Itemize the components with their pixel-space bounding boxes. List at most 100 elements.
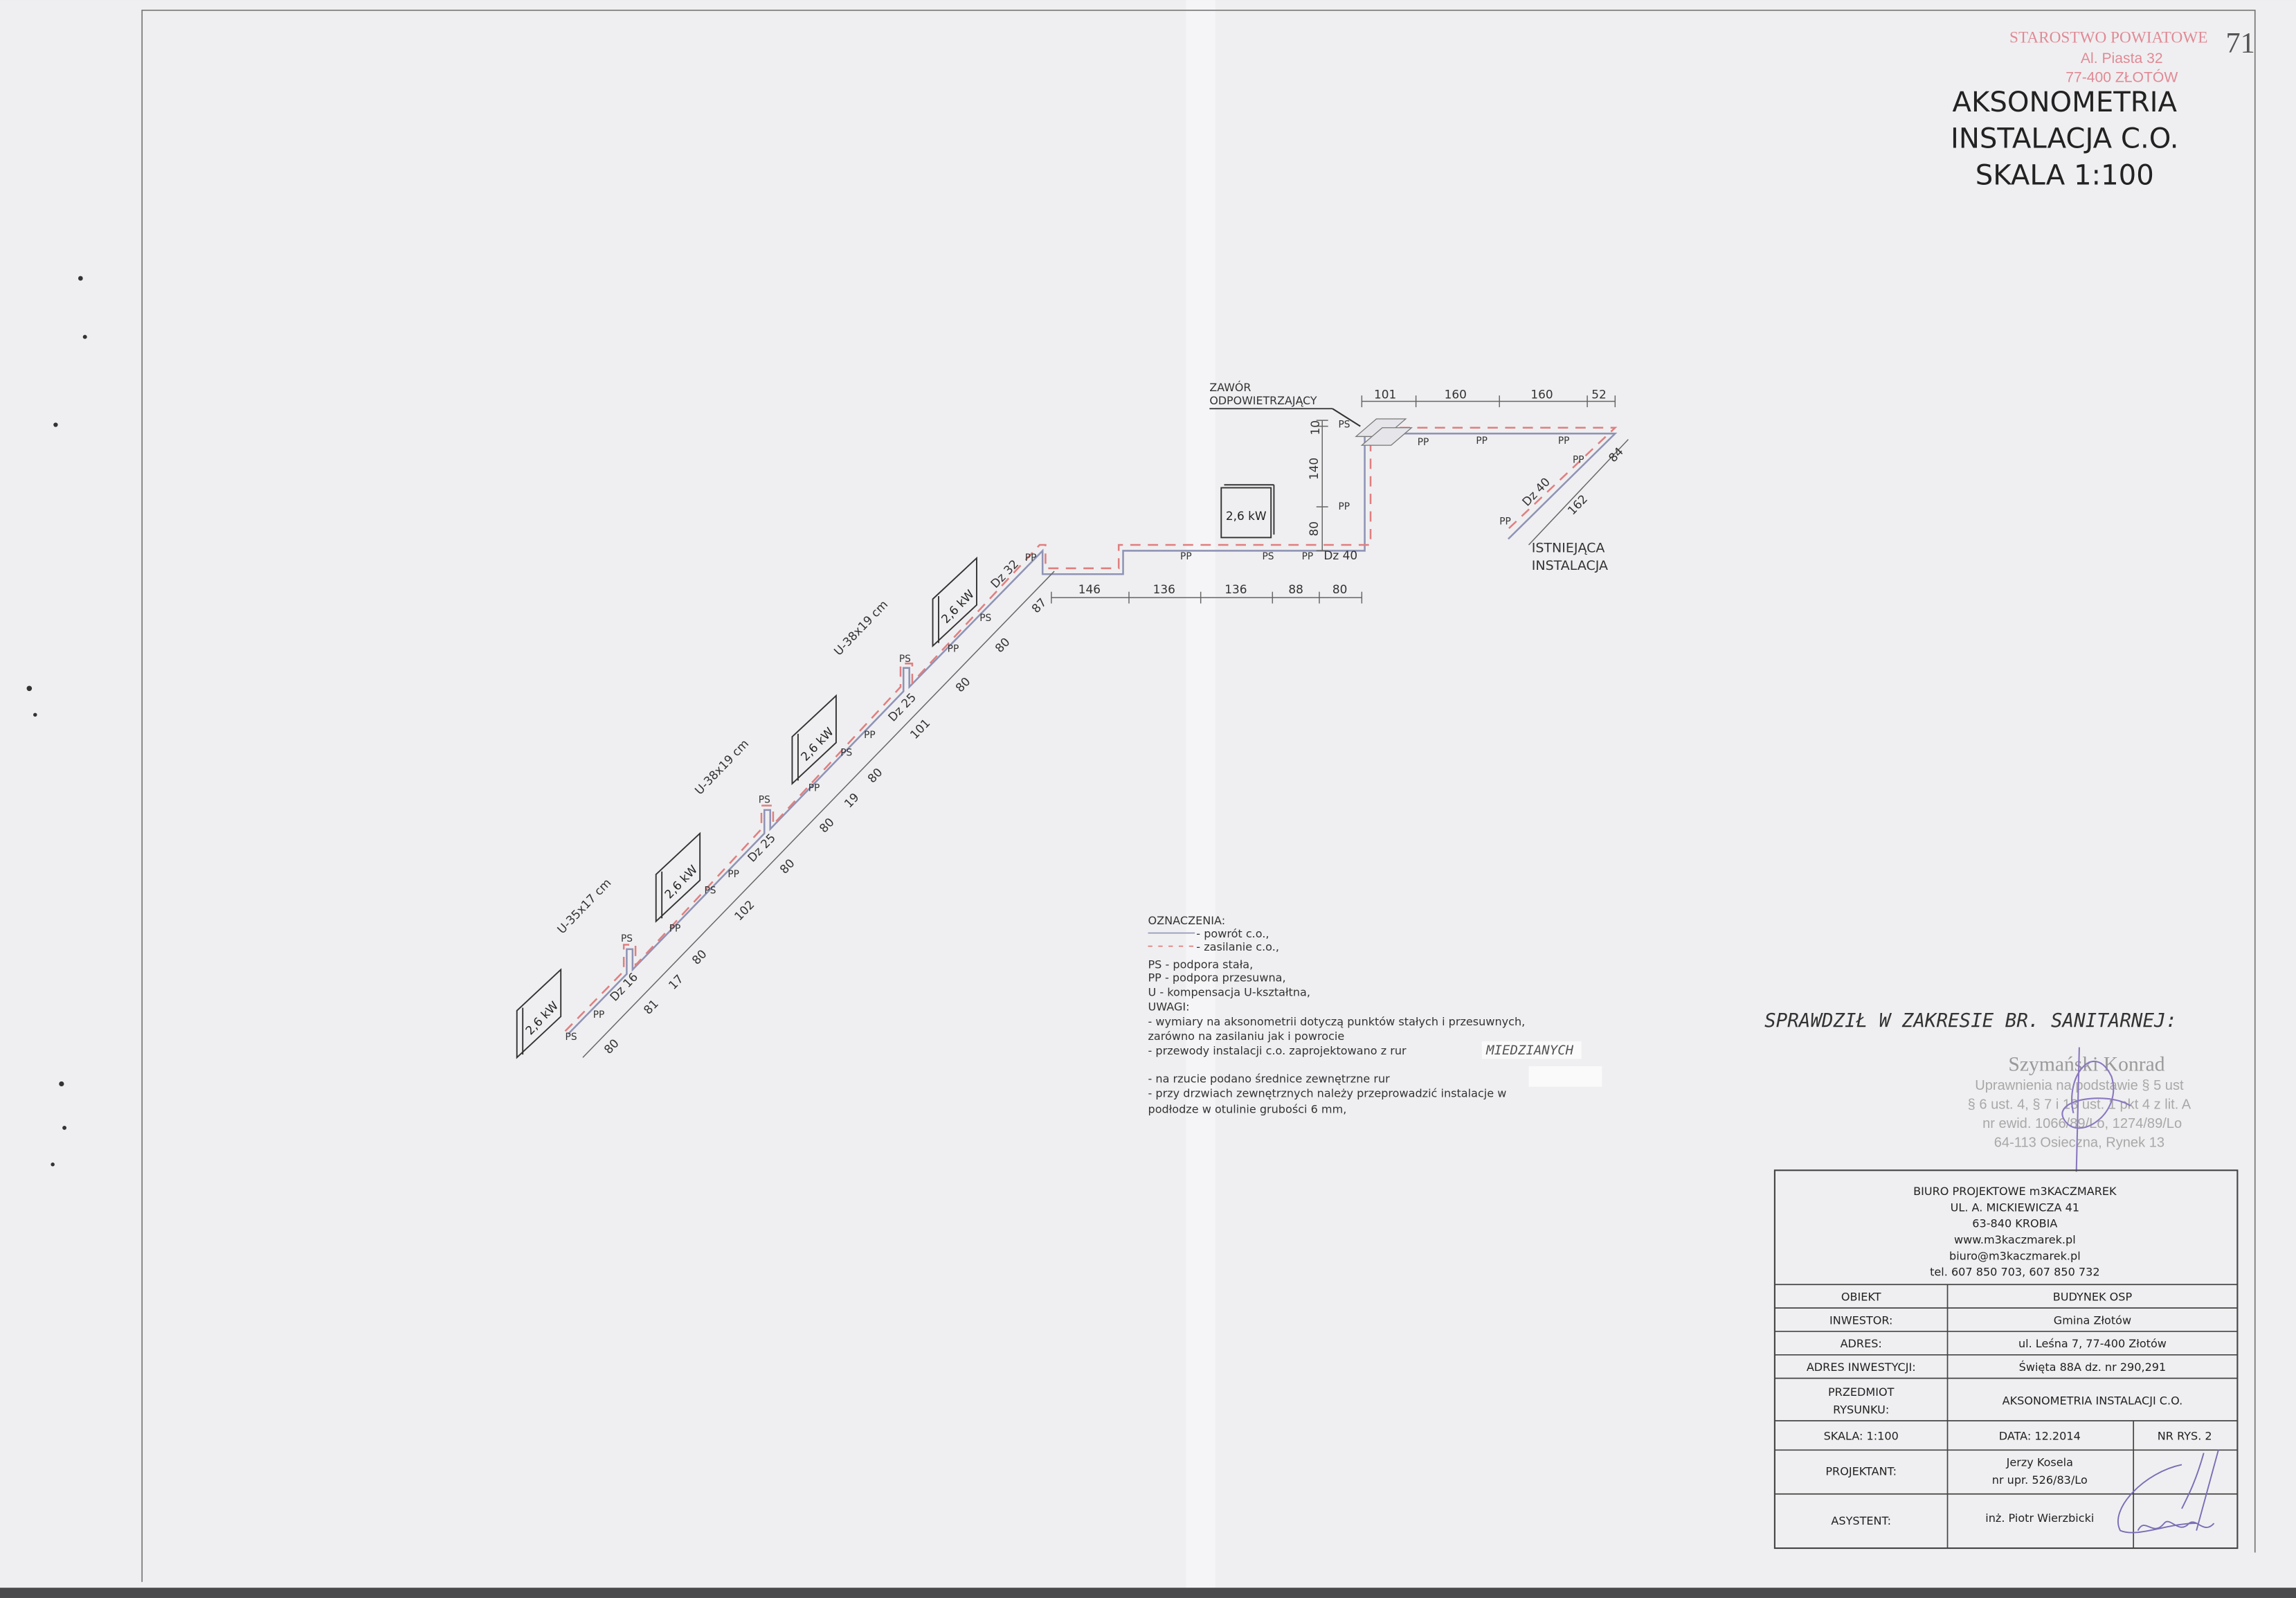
sliding-support-label: PP <box>669 923 681 934</box>
office-city: 63-840 KROBIA <box>1972 1217 2057 1230</box>
dimension-label: 160 <box>1445 387 1467 401</box>
subject-label: RYSUNKU: <box>1833 1403 1889 1416</box>
reviewer-stamp-line: 64-113 Osieczna, Rynek 13 <box>1994 1135 2164 1150</box>
reviewer-stamp: Szymański Konrad Uprawnienia na podstawi… <box>1968 1047 2191 1172</box>
legend-ps: PS - podpora stała, <box>1148 958 1254 971</box>
designer-signature <box>2117 1450 2219 1534</box>
fixed-support-label: PS <box>979 613 991 624</box>
reviewer-stamp-line: nr ewid. 1066/89/Lo, 1274/89/Lo <box>1982 1116 2182 1131</box>
designer-label: PROJEKTANT: <box>1825 1464 1897 1478</box>
assistant-signature <box>2137 1520 2215 1532</box>
row-value-obiekt: BUDYNEK OSP <box>2053 1291 2133 1304</box>
office-stamp-line2: Al. Piasta 32 <box>2081 51 2163 66</box>
sliding-support-label: PP <box>593 1009 605 1021</box>
dimension-lines <box>582 395 1629 1058</box>
dimension-label: 136 <box>1224 582 1247 596</box>
valve-label: ODPOWIETRZAJĄCY <box>1209 394 1317 407</box>
dimension-label: 140 <box>1307 458 1321 480</box>
sliding-support-label: PP <box>727 869 739 880</box>
legend-u: U - kompensacja U-kształtna, <box>1148 986 1310 999</box>
fixed-support-label: PS <box>759 794 770 805</box>
designer-name: Jerzy Kosela <box>2006 1456 2073 1469</box>
sliding-support-label: PP <box>1025 553 1037 564</box>
air-valve-symbol <box>1209 408 1413 446</box>
page-number: 71 <box>2225 27 2254 60</box>
office-phone: tel. 607 850 703, 607 850 732 <box>1930 1266 2099 1279</box>
row-value-adres-inwestycji: Święta 88A dz. nr 290,291 <box>2019 1361 2167 1374</box>
reviewer-stamp-line: § 6 ust. 4, § 7 i 13 ust. 1 pkt 4 z lit.… <box>1968 1097 2191 1112</box>
designer-license: nr upr. 526/83/Lo <box>1992 1473 2088 1487</box>
office-email: biuro@m3kaczmarek.pl <box>1949 1249 2081 1262</box>
radiator-power-label: 2,6 kW <box>1226 509 1267 523</box>
sliding-support-label: PP <box>1339 501 1350 512</box>
sliding-support-label: PP <box>1180 551 1192 562</box>
sliding-support-label: PP <box>864 730 876 741</box>
reviewer-signature <box>2061 1047 2131 1172</box>
fixed-support-label: PS <box>1339 420 1350 431</box>
correction-patch <box>1528 1066 1602 1087</box>
dimension-label: 88 <box>1288 582 1303 596</box>
note-3: - na rzucie podano średnice zewnętrzne r… <box>1148 1072 1391 1085</box>
existing-installation-label: ISTNIEJĄCA <box>1532 541 1605 556</box>
dimension-label: 160 <box>1530 387 1553 401</box>
assistant-name: inż. Piotr Wierzbicki <box>1985 1511 2094 1525</box>
support-markers: PS PP PS PP PS PP PS PP PS PP PS PP PS P… <box>566 420 1584 1043</box>
row-label-adres-inwestycji: ADRES INWESTYCJI: <box>1807 1361 1916 1374</box>
existing-installation-label: INSTALACJA <box>1532 558 1608 573</box>
subject-value: AKSONOMETRIA INSTALACJI C.O. <box>2003 1394 2183 1408</box>
drawing-title-line2: INSTALACJA C.O. <box>1951 123 2179 155</box>
row-value-inwestor: Gmina Złotów <box>2054 1313 2131 1327</box>
row-label-inwestor: INWESTOR: <box>1829 1313 1893 1327</box>
office-street: UL. A. MICKIEWICZA 41 <box>1951 1201 2079 1214</box>
dimension-label: 52 <box>1591 387 1607 401</box>
note-1: - wymiary na aksonometrii dotyczą punktó… <box>1148 1015 1526 1028</box>
legend-heading: OZNACZENIA: <box>1148 914 1226 927</box>
reviewer-stamp-line: Uprawnienia na podstawie § 5 ust <box>1975 1078 2184 1093</box>
fixed-support-label: PS <box>621 933 633 944</box>
legend: OZNACZENIA: - powrót c.o., - zasilanie c… <box>1148 914 1602 1116</box>
sliding-support-label: PP <box>808 782 820 793</box>
office-name: BIURO PROJEKTOWE m3KACZMAREK <box>1913 1185 2117 1198</box>
drawing-title-line3: SKALA 1:100 <box>1976 160 2154 192</box>
paper-fold <box>1186 0 1215 1598</box>
punch-holes <box>26 276 87 1167</box>
dimension-label: 80 <box>1307 521 1321 537</box>
row-label-obiekt: OBIEKT <box>1841 1291 1881 1304</box>
note-2-handwritten: MIEDZIANYCH <box>1485 1043 1573 1058</box>
legend-supply: - zasilanie c.o., <box>1196 940 1279 953</box>
review-handwritten-note: SPRAWDZIŁ W ZAKRESIE BR. SANITARNEJ: <box>1764 1009 2177 1032</box>
dimension-label: 136 <box>1153 582 1175 596</box>
dimension-label: 80 <box>1332 582 1348 596</box>
drawing-number: NR RYS. 2 <box>2158 1430 2212 1443</box>
scale-value: SKALA: 1:100 <box>1824 1430 1899 1443</box>
office-stamp-line3: 77-400 ZŁOTÓW <box>2066 68 2178 85</box>
note-1-cont: zarówno na zasilaniu jak i powrocie <box>1148 1030 1345 1043</box>
sliding-support-label: PP <box>1499 516 1511 527</box>
assistant-label: ASYSTENT: <box>1831 1514 1891 1527</box>
drawing-frame <box>141 9 2256 1582</box>
sliding-support-label: PP <box>1476 436 1488 447</box>
note-4-cont: podłodze w otulinie grubości 6 mm, <box>1148 1103 1347 1116</box>
return-pipe <box>567 432 1618 1035</box>
title-block: BIURO PROJEKTOWE m3KACZMAREK UL. A. MICK… <box>1773 1169 2239 1550</box>
note-4: - przy drzwiach zewnętrznych należy prze… <box>1148 1086 1507 1099</box>
row-label-adres: ADRES: <box>1841 1337 1882 1350</box>
dimension-label: 146 <box>1078 582 1101 596</box>
row-value-adres: ul. Leśna 7, 77-400 Złotów <box>2018 1337 2167 1350</box>
fixed-support-label: PS <box>705 885 716 896</box>
subject-label: PRZEDMIOT <box>1828 1385 1895 1399</box>
office-website: www.m3kaczmarek.pl <box>1954 1233 2076 1246</box>
sliding-support-label: PP <box>1573 455 1584 466</box>
radiator-5: 2,6 kW <box>1220 484 1275 539</box>
legend-return: - powrót c.o., <box>1196 927 1269 940</box>
fixed-support-label: PS <box>840 748 852 759</box>
sliding-support-label: PP <box>948 643 959 654</box>
sliding-support-label: PP <box>1418 437 1429 448</box>
legend-pp: PP - podpora przesuwna, <box>1148 971 1286 984</box>
drawing-title-line1: AKSONOMETRIA <box>1952 87 2177 118</box>
date-value: DATA: 12.2014 <box>1999 1430 2081 1443</box>
office-stamp: STAROSTWO POWIATOWE Al. Piasta 32 77-400… <box>2009 28 2207 85</box>
pipe-size-label: Dz 40 <box>1323 548 1357 562</box>
